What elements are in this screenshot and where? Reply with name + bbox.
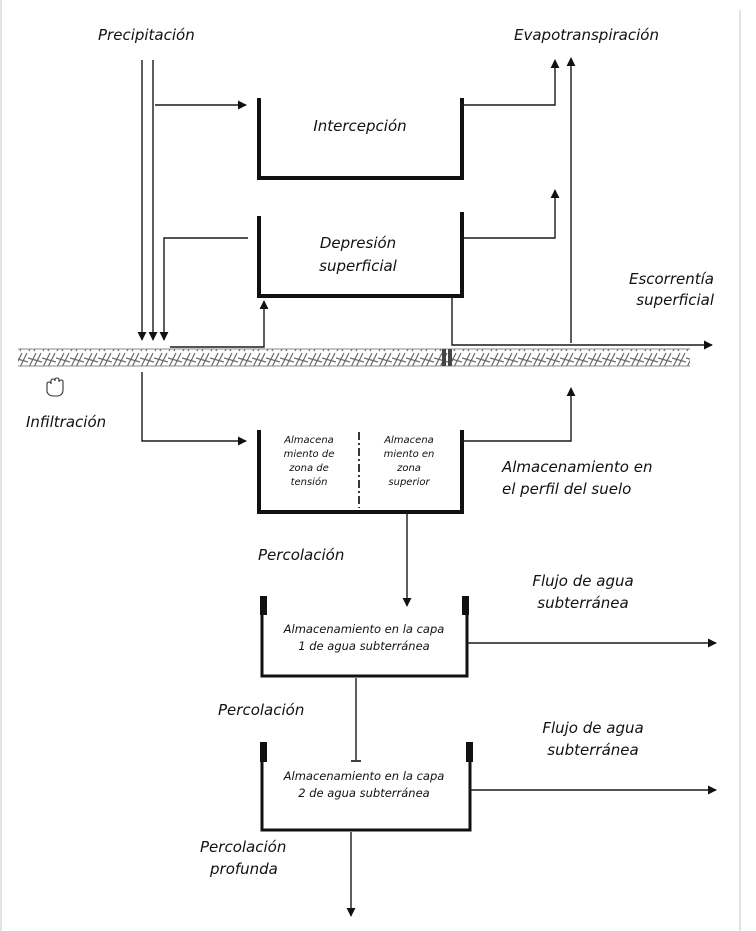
label-gw2-1: Almacenamiento en la capa xyxy=(283,769,445,783)
label-soil-2: el perfil del suelo xyxy=(502,480,631,498)
soil-storage-tank xyxy=(257,430,464,514)
label-upper-2: miento en xyxy=(384,449,435,460)
label-soil-1: Almacenamiento en xyxy=(501,458,652,476)
infiltration-arrow xyxy=(141,372,247,446)
label-upper-1: Almacena xyxy=(383,435,434,446)
label-interception: Intercepción xyxy=(313,117,406,135)
label-tension-2: miento de xyxy=(284,449,335,460)
groundwater-2-tank xyxy=(260,742,473,832)
label-depression-2: superficial xyxy=(319,257,398,275)
label-deep-2: profunda xyxy=(209,860,278,878)
label-gw-flow-2-1: Flujo de agua xyxy=(542,719,643,737)
hand-cursor-icon xyxy=(46,377,64,397)
depression-evap-arrow xyxy=(462,189,560,239)
label-gw1-1: Almacenamiento en la capa xyxy=(283,622,445,636)
depression-in-arrow xyxy=(159,237,248,341)
groundwater-1-tank xyxy=(260,596,469,678)
label-tension-3: zona de xyxy=(288,463,329,474)
label-gw-flow-2-2: subterránea xyxy=(547,741,638,759)
depression-tank xyxy=(257,212,464,298)
precipitation-flows xyxy=(137,60,247,341)
label-upper-4: superior xyxy=(388,477,430,488)
label-upper-3: zona xyxy=(396,463,421,474)
ground-surface xyxy=(18,348,690,367)
label-gw-flow-1-2: subterránea xyxy=(537,594,628,612)
label-runoff-1: Escorrentía xyxy=(629,270,714,288)
label-percolation-2: Percolación xyxy=(218,701,304,719)
soil-evap-arrow xyxy=(462,387,576,442)
label-tension-4: tensión xyxy=(291,476,328,488)
label-deep-1: Percolación xyxy=(200,838,286,856)
label-gw-flow-1-1: Flujo de agua xyxy=(532,572,633,590)
label-depression-1: Depresión xyxy=(320,234,396,252)
label-gw2-2: 2 de agua subterránea xyxy=(298,786,429,800)
interception-tank xyxy=(257,98,464,180)
label-gw1-2: 1 de agua subterránea xyxy=(298,639,429,653)
interception-evap-arrow xyxy=(462,59,560,106)
surface-runoff-arrow xyxy=(451,296,713,350)
label-precipitation: Precipitación xyxy=(98,26,195,44)
label-runoff-2: superficial xyxy=(636,291,715,309)
label-infiltration: Infiltración xyxy=(26,413,106,431)
label-tension-1: Almacena xyxy=(283,435,334,446)
depression-fill-arrow xyxy=(170,300,269,348)
label-percolation-1: Percolación xyxy=(258,546,344,564)
label-evapotranspiration: Evapotranspiración xyxy=(514,26,659,44)
